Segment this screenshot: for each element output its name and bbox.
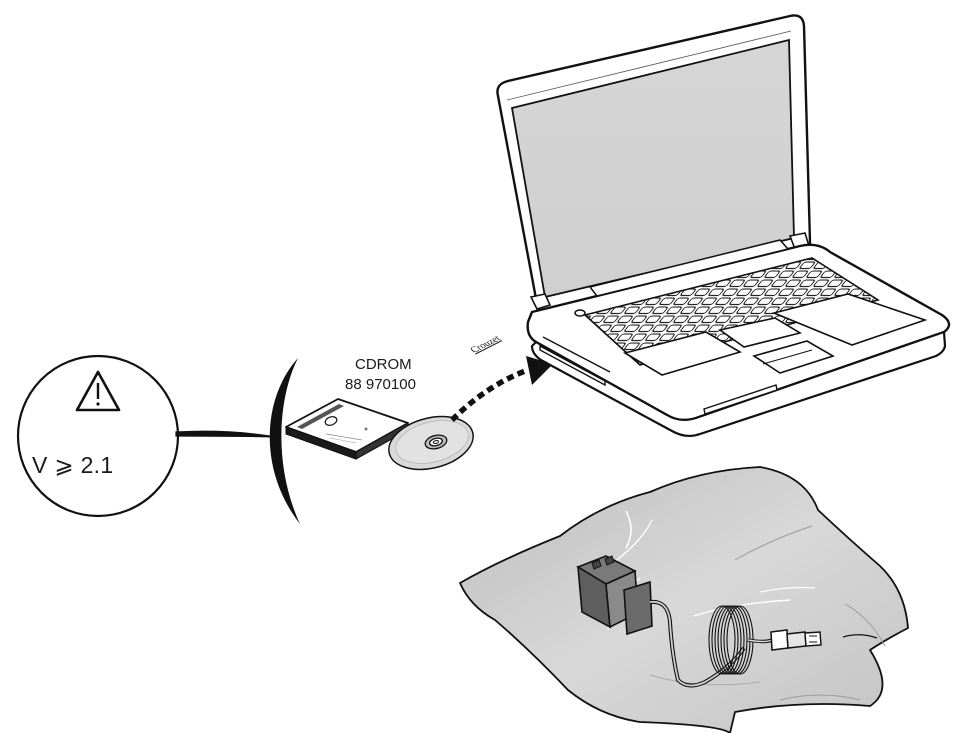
cd-brand-label: Crouzet — [468, 334, 503, 355]
warning-callout — [18, 356, 300, 524]
plastic-bag — [460, 467, 908, 733]
warning-circle — [18, 356, 178, 516]
version-requirement-label: V ⩾ 2.1 — [32, 452, 113, 479]
cdrom-title-label: CDROM — [355, 356, 412, 373]
cable-bag — [460, 467, 908, 733]
callout-bracket — [270, 358, 300, 524]
laptop — [497, 15, 949, 435]
cdrom-part-number: 88 970100 — [345, 376, 416, 393]
callout-leader-line — [176, 431, 276, 437]
install-arrow — [452, 356, 553, 420]
